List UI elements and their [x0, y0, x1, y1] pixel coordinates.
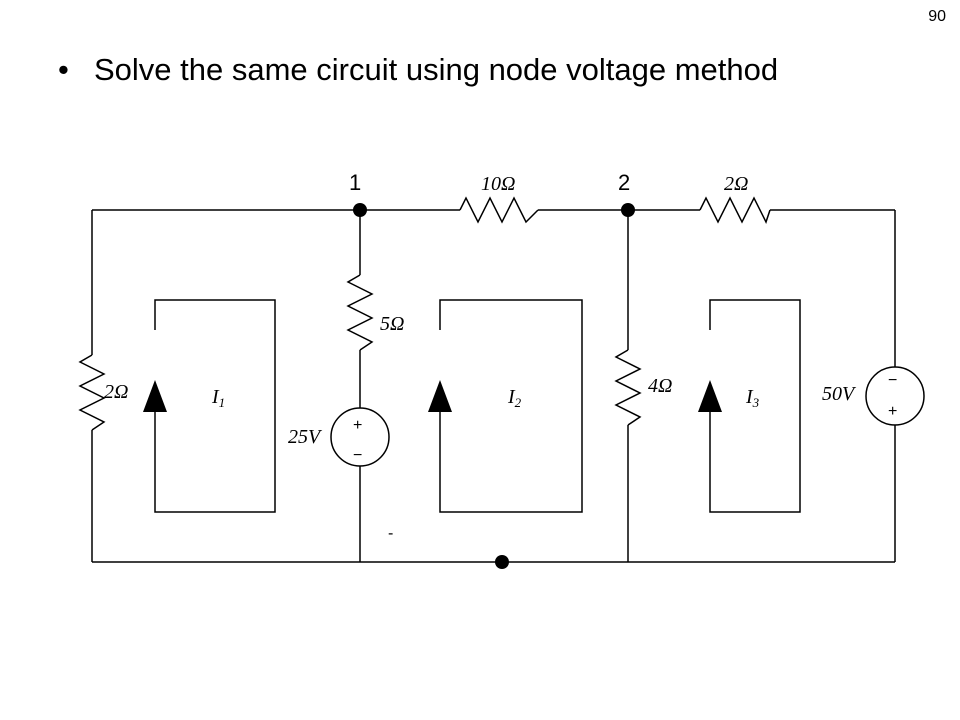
mesh-current-3-label: I3: [745, 386, 760, 410]
label-25v: 25V: [288, 426, 323, 448]
label-4-ohm: 4Ω: [648, 375, 672, 397]
ground-node-dot: [495, 555, 509, 569]
resistor-2-ohm-top: [699, 196, 771, 224]
mesh-loop-1: [154, 299, 276, 513]
label-2-ohm-top: 2Ω: [724, 173, 748, 195]
stray-mark: -: [388, 525, 393, 542]
bullet-text: Solve the same circuit using node voltag…: [94, 52, 779, 87]
node-1-dot: [353, 203, 367, 217]
page-number: 90: [928, 8, 946, 25]
label-2-ohm-left: 2Ω: [104, 381, 128, 403]
node-2-label: 2: [618, 170, 630, 195]
label-10-ohm: 10Ω: [481, 173, 515, 195]
resistor-4-ohm: [614, 349, 642, 426]
source-50v-minus: −: [888, 372, 897, 389]
arrow-mesh-2: [428, 380, 452, 412]
mesh-current-1-label: I1: [211, 386, 225, 410]
node-1-label: 1: [349, 170, 361, 195]
node-2-dot: [621, 203, 635, 217]
arrow-mesh-1: [143, 380, 167, 412]
source-25v-plus: +: [353, 417, 362, 434]
resistor-5-ohm: [346, 274, 374, 351]
mesh-loop-2: [439, 299, 583, 513]
mesh-loop-3: [709, 299, 801, 513]
mesh-current-2-label: I2: [507, 386, 522, 410]
bullet-symbol: •: [58, 52, 69, 87]
resistor-10-ohm: [459, 196, 539, 224]
label-50v: 50V: [822, 383, 857, 405]
arrow-mesh-3: [698, 380, 722, 412]
label-5-ohm: 5Ω: [380, 313, 404, 335]
resistor-2-ohm-left: [78, 354, 106, 431]
source-50v-plus: +: [888, 403, 897, 420]
source-25v-minus: −: [353, 447, 362, 464]
